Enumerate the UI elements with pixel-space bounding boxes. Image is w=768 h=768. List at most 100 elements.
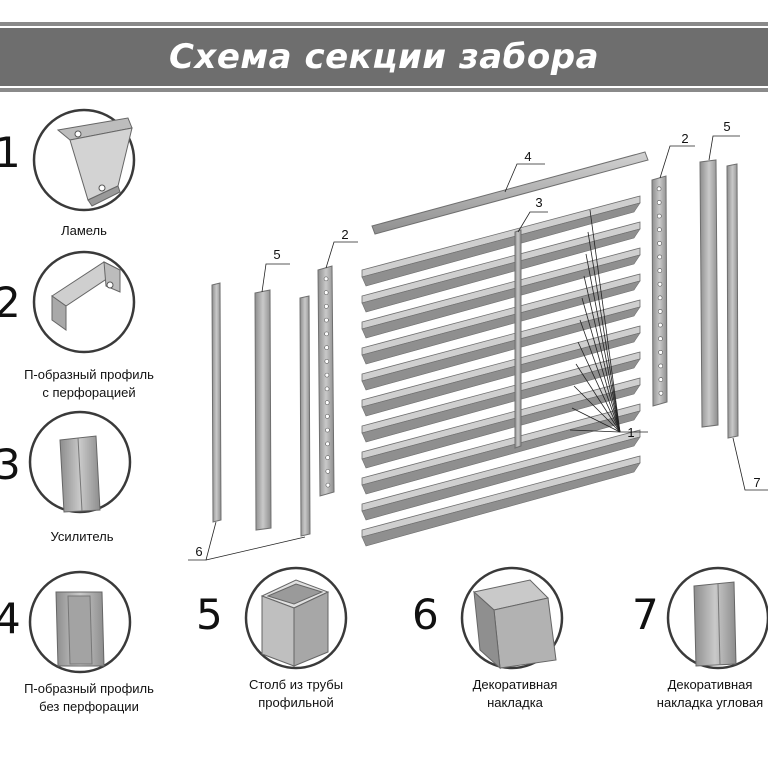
square-tube-post-icon [244, 566, 348, 670]
left-trim-strip [211, 282, 222, 523]
callout-6: 6 [195, 544, 203, 559]
top-rule [0, 22, 768, 26]
perforation-hole [657, 213, 662, 219]
perforation-hole [325, 482, 331, 488]
part-caption-1: Ламель [61, 223, 107, 238]
part-caption-2a: П-образный профиль [24, 367, 154, 382]
perforation-hole [324, 386, 330, 392]
perforation-hole [657, 268, 663, 273]
part-number-5: 5 [196, 590, 223, 639]
left-post [254, 289, 272, 531]
part-caption-2b: с перфорацией [42, 385, 136, 400]
part-caption-6b: накладка [487, 695, 543, 710]
callout-lines [188, 135, 768, 561]
perforation-hole [325, 455, 330, 460]
perforation-hole [324, 304, 329, 309]
perforation-hole [323, 290, 329, 295]
page-title: Схема секции забора [168, 37, 600, 77]
lamella-face [361, 254, 641, 339]
callout-fan-line [581, 297, 621, 433]
top-u-profile [371, 151, 649, 235]
callout-2-left: 2 [341, 227, 349, 242]
lamella-face [361, 410, 641, 495]
corner-trim-icon [666, 566, 768, 670]
callout-fan-line [575, 363, 621, 433]
part-number-4: 4 [0, 594, 21, 643]
lamella-face [361, 332, 641, 417]
part-caption-4b: без перфорации [39, 699, 139, 714]
callout-7: 7 [753, 475, 761, 490]
part-number-1: 1 [0, 128, 21, 177]
right-corner-trim [726, 163, 739, 439]
perforation-hole [657, 227, 662, 232]
lamel-icon [32, 108, 136, 212]
lamella-face [361, 280, 641, 365]
part-caption-7a: Декоративная [667, 677, 753, 692]
perforation-hole [657, 281, 663, 287]
perforation-hole [324, 359, 330, 364]
perforation-hole [657, 295, 663, 301]
callout-fan-line [583, 275, 621, 433]
perforation-hole [657, 241, 662, 246]
callout-1: 1 [627, 425, 635, 440]
bottom-rule [0, 88, 768, 92]
perforation-hole [324, 372, 330, 378]
part-number-3: 3 [0, 440, 21, 489]
lamella-face [361, 436, 641, 521]
perforation-hole [658, 390, 664, 396]
callout-fan-line [579, 319, 621, 433]
part-caption-7b: накладка угловая [656, 695, 764, 710]
right-post [699, 159, 719, 428]
right-perforated-profile [651, 175, 668, 407]
title-banner: Схема секции забора [0, 28, 768, 86]
lamella-face [361, 228, 641, 313]
reinforcer-icon [28, 410, 132, 514]
callout-fan-line [585, 253, 621, 433]
callout-2-right: 2 [681, 131, 689, 146]
lamella-face [361, 358, 641, 443]
lamella-stack [361, 195, 641, 547]
perforation-hole [324, 345, 329, 350]
reinforcer-bar [514, 229, 522, 449]
perforation-hole [323, 276, 329, 282]
left-corner-trim [299, 295, 311, 537]
perforation-hole [324, 331, 329, 337]
perforation-hole [658, 350, 663, 355]
left-perforated-profile [317, 265, 335, 497]
perforation-hole [324, 317, 329, 323]
lamella-face [361, 306, 641, 391]
lamella-face [361, 202, 641, 287]
perforation-hole [325, 469, 331, 474]
perforation-hole [658, 363, 663, 369]
perforation-hole [657, 254, 662, 260]
part-caption-5a: Столб из трубы [248, 677, 344, 692]
perforation-hole [658, 336, 663, 341]
part-caption-5b: профильной [258, 695, 334, 710]
part-caption-6a: Декоративная [472, 677, 558, 692]
part-caption-3: Усилитель [50, 529, 114, 544]
lamella-face [361, 462, 641, 547]
callout-fan-line [573, 385, 621, 433]
part-number-2: 2 [0, 278, 21, 327]
callout-3: 3 [535, 195, 543, 210]
perforation-hole [657, 309, 663, 314]
u-profile-icon [28, 570, 132, 674]
callout-5-right: 5 [723, 119, 731, 134]
callout-fan-line [587, 231, 621, 433]
part-number-6: 6 [412, 590, 439, 639]
perforation-hole [325, 427, 330, 433]
callout-fan-line [577, 341, 621, 433]
perforation-hole [658, 322, 663, 328]
perforation-hole [325, 441, 330, 447]
perforation-hole [324, 400, 330, 405]
callout-fan-line [569, 429, 621, 433]
perforation-hole [656, 186, 662, 192]
callout-4: 4 [524, 149, 532, 164]
callout-fan-line [589, 209, 621, 433]
part-number-7: 7 [632, 590, 659, 639]
part-caption-4a: П-образный профиль [24, 681, 154, 696]
callout-5-left: 5 [273, 247, 281, 262]
perforation-hole [656, 200, 662, 205]
perforation-hole [325, 414, 330, 419]
